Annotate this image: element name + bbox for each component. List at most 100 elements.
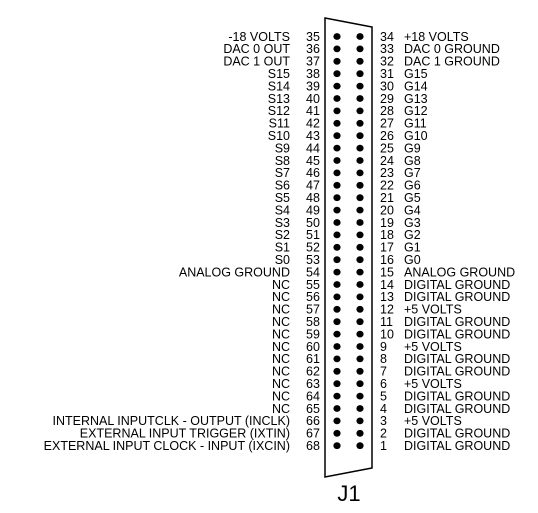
pin-number-right: 16 xyxy=(380,253,394,267)
pin-label-right: DIGITAL GROUND xyxy=(404,427,510,441)
pin-label-left: S2 xyxy=(275,228,290,242)
pin-number-right: 3 xyxy=(380,414,387,428)
pin-number-left: 58 xyxy=(306,315,320,329)
pin-label-left: NC xyxy=(272,402,290,416)
pin-number-right: 13 xyxy=(380,290,394,304)
pin-number-right: 31 xyxy=(380,67,394,81)
pin-dot-left xyxy=(333,132,341,140)
pin-label-left: NC xyxy=(272,389,290,403)
pin-label-left: NC xyxy=(272,340,290,354)
pin-dot-right xyxy=(356,429,364,437)
pin-label-left: S10 xyxy=(268,129,290,143)
pin-label-right: G1 xyxy=(404,241,421,255)
pin-label-left: S14 xyxy=(268,79,290,93)
pin-label-left: EXTERNAL INPUT TRIGGER (IXTIN) xyxy=(80,427,290,441)
pin-label-left: NC xyxy=(272,278,290,292)
pin-number-right: 12 xyxy=(380,303,394,317)
pin-number-right: 22 xyxy=(380,179,394,193)
pin-number-right: 33 xyxy=(380,42,394,56)
pin-label-right: DIGITAL GROUND xyxy=(404,365,510,379)
pin-number-right: 4 xyxy=(380,402,387,416)
pin-label-left: S5 xyxy=(275,191,290,205)
pin-label-left: ANALOG GROUND xyxy=(179,265,290,279)
pin-label-left: NC xyxy=(272,315,290,329)
pin-label-right: +18 VOLTS xyxy=(404,30,469,44)
pin-dot-left xyxy=(333,181,341,189)
pin-label-left: EXTERNAL INPUT CLOCK - INPUT (IXCIN) xyxy=(44,439,290,453)
pin-dot-right xyxy=(356,169,364,177)
pin-label-left: NC xyxy=(272,365,290,379)
pin-number-right: 9 xyxy=(380,340,387,354)
pin-number-right: 8 xyxy=(380,352,387,366)
pin-dot-left xyxy=(333,429,341,437)
pin-dot-left xyxy=(333,405,341,412)
pin-dot-right xyxy=(356,256,364,264)
pin-dot-left xyxy=(333,305,341,313)
pin-label-right: DIGITAL GROUND xyxy=(404,389,510,403)
pin-label-right: DIGITAL GROUND xyxy=(404,315,510,329)
pin-label-right: DIGITAL GROUND xyxy=(404,439,510,453)
pin-number-right: 11 xyxy=(380,315,393,329)
pin-dot-right xyxy=(356,305,364,313)
pin-number-left: 64 xyxy=(306,389,320,403)
pin-dot-left xyxy=(333,417,341,425)
pin-number-right: 30 xyxy=(380,79,394,93)
pin-dot-right xyxy=(356,318,364,326)
pin-label-right: DIGITAL GROUND xyxy=(404,290,510,304)
pin-dot-left xyxy=(333,33,341,40)
pin-dot-right xyxy=(356,95,364,102)
pin-label-left: S13 xyxy=(268,92,290,106)
pin-number-right: 26 xyxy=(380,129,394,143)
pin-label-left: S0 xyxy=(275,253,290,267)
pin-dot-left xyxy=(333,194,341,202)
pin-number-right: 19 xyxy=(380,216,394,230)
pin-dot-right xyxy=(356,243,364,251)
pin-dot-right xyxy=(356,417,364,425)
pin-label-left: S1 xyxy=(275,241,290,255)
pin-dot-right xyxy=(356,268,364,276)
pin-label-right: G4 xyxy=(404,203,421,217)
pin-number-left: 47 xyxy=(306,179,320,193)
pin-dot-right xyxy=(356,219,364,226)
pin-number-left: 43 xyxy=(306,129,320,143)
pin-label-right: G15 xyxy=(404,67,428,81)
pin-number-left: 68 xyxy=(306,439,320,453)
pin-label-left: INTERNAL INPUTCLK - OUTPUT (INCLK) xyxy=(52,414,290,428)
pin-dot-right xyxy=(356,330,364,338)
pin-number-left: 56 xyxy=(306,290,320,304)
pin-number-right: 28 xyxy=(380,104,394,118)
pin-dot-left xyxy=(333,95,341,102)
pin-number-right: 18 xyxy=(380,228,394,242)
pin-dot-right xyxy=(356,107,364,115)
pin-number-left: 60 xyxy=(306,340,320,354)
pin-label-right: G2 xyxy=(404,228,421,242)
pin-dot-left xyxy=(333,45,341,53)
pin-label-right: G14 xyxy=(404,79,428,93)
pin-number-right: 32 xyxy=(380,55,394,69)
pin-label-right: +5 VOLTS xyxy=(404,340,462,354)
pin-dot-right xyxy=(356,70,364,78)
pin-dot-right xyxy=(356,119,364,127)
pin-dot-left xyxy=(333,392,341,400)
pin-number-right: 27 xyxy=(380,117,394,131)
pin-label-left: S12 xyxy=(268,104,290,118)
pin-number-right: 24 xyxy=(380,154,394,168)
pin-label-right: +5 VOLTS xyxy=(404,377,462,391)
pin-dot-right xyxy=(356,231,364,239)
pin-label-right: +5 VOLTS xyxy=(404,303,462,317)
pin-number-left: 61 xyxy=(306,352,320,366)
pin-dot-left xyxy=(333,57,341,65)
pin-number-left: 62 xyxy=(306,365,320,379)
pin-number-left: 53 xyxy=(306,253,320,267)
pin-number-right: 14 xyxy=(380,278,394,292)
pin-number-left: 65 xyxy=(306,402,320,416)
pin-label-right: DIGITAL GROUND xyxy=(404,327,510,341)
pin-dot-left xyxy=(333,442,341,450)
pin-number-right: 1 xyxy=(380,439,387,453)
pin-number-left: 39 xyxy=(306,79,320,93)
pin-number-left: 51 xyxy=(306,228,320,242)
pin-label-left: S6 xyxy=(275,179,290,193)
pin-number-left: 50 xyxy=(306,216,320,230)
pin-number-left: 66 xyxy=(306,414,320,428)
